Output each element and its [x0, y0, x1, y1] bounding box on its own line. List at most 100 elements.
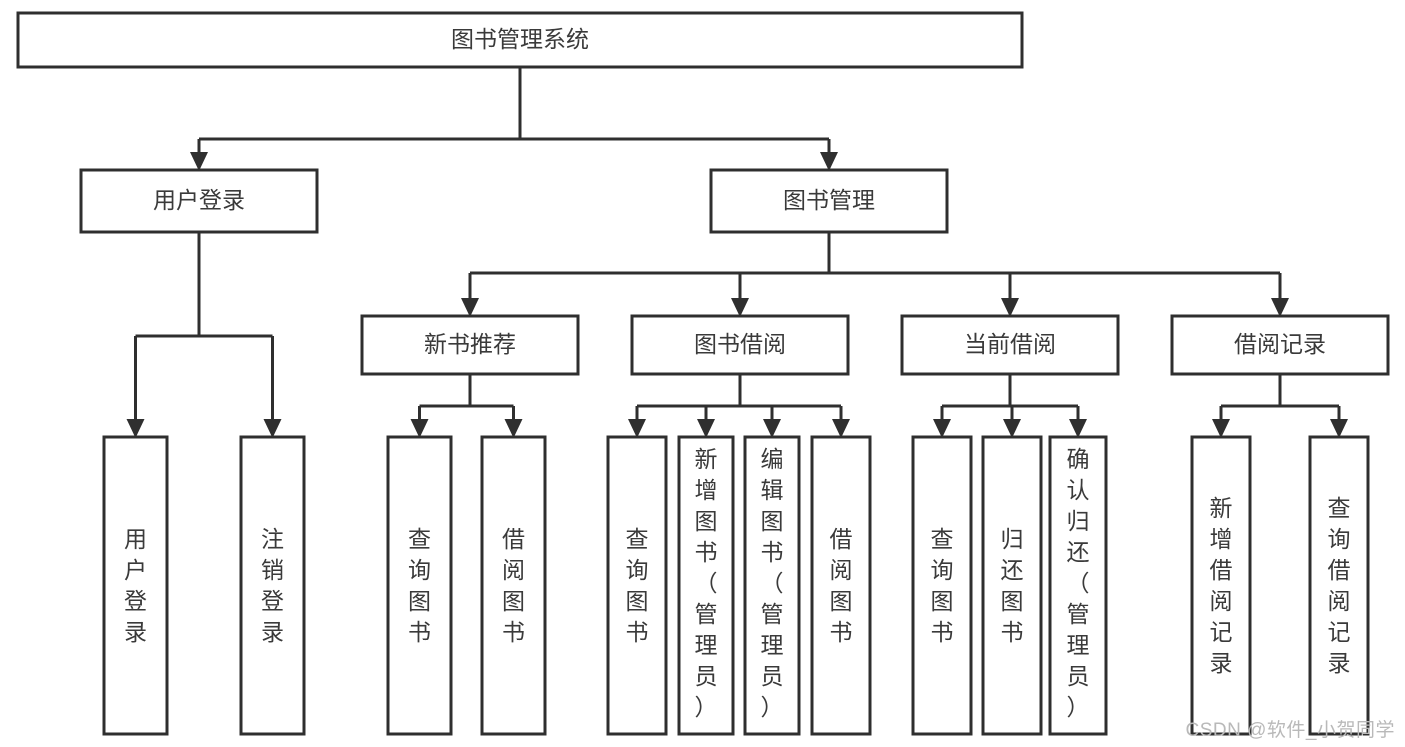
- node-root[interactable]: 图书管理系统: [16, 11, 1024, 69]
- arrow-head-icon: [832, 419, 850, 438]
- node-label-char: 书: [830, 619, 853, 645]
- node-label-char: 还: [1001, 557, 1024, 583]
- node-label-char: 查: [408, 526, 431, 552]
- node-box-leaf11: [1048, 435, 1108, 736]
- node-label-root: 图书管理系统: [451, 26, 589, 52]
- node-label-char: 图: [931, 588, 954, 614]
- arrow-head-icon: [731, 298, 749, 317]
- arrow-head-icon: [1003, 419, 1021, 438]
- arrow-head-icon: [1001, 298, 1019, 317]
- node-label-char: 图: [761, 508, 784, 534]
- node-login[interactable]: 用户登录: [79, 168, 319, 234]
- node-label-char: 户: [124, 557, 147, 583]
- node-label-login: 用户登录: [153, 187, 245, 213]
- node-label-char: 管: [761, 601, 784, 627]
- node-label-char: 图: [626, 588, 649, 614]
- arrow-head-icon: [628, 419, 646, 438]
- arrow-head-icon: [1330, 419, 1348, 438]
- arrow-head-icon: [461, 298, 479, 317]
- node-label-records: 借阅记录: [1234, 331, 1326, 357]
- node-label-char: 借: [830, 526, 853, 552]
- node-label-char: 录: [124, 619, 147, 645]
- node-label-current: 当前借阅: [964, 331, 1056, 357]
- node-box-leaf10: [981, 435, 1043, 736]
- edge-group-current: [933, 374, 1087, 438]
- node-label-char: 图: [408, 588, 431, 614]
- arrow-head-icon: [1069, 419, 1087, 438]
- node-leaf1[interactable]: 用户登录: [102, 435, 169, 736]
- node-label-char: 员: [761, 663, 784, 689]
- node-label-char: 借: [1210, 557, 1233, 583]
- node-label-char: 查: [626, 526, 649, 552]
- node-label-char: （: [761, 570, 784, 596]
- node-label-char: 员: [695, 663, 718, 689]
- edge-group-login: [126, 232, 282, 438]
- node-box-leaf9: [911, 435, 973, 736]
- arrow-head-icon: [126, 419, 145, 438]
- node-bookmgmt[interactable]: 图书管理: [709, 168, 949, 234]
- arrow-head-icon: [1271, 298, 1289, 317]
- arrow-head-icon: [190, 152, 208, 171]
- node-box-borrow: [630, 314, 850, 376]
- node-label-newbook: 新书推荐: [424, 331, 516, 357]
- node-box-records: [1170, 314, 1390, 376]
- node-box-current: [900, 314, 1120, 376]
- node-label-char: 书: [502, 619, 525, 645]
- node-label-char: 询: [1328, 526, 1351, 552]
- node-label-char: 记: [1210, 619, 1233, 645]
- node-label-char: 阅: [1210, 588, 1233, 614]
- node-box-leaf2: [239, 435, 306, 736]
- node-box-leaf12: [1190, 435, 1252, 736]
- node-label-char: 员: [1067, 663, 1090, 689]
- node-label-char: 阅: [502, 557, 525, 583]
- node-current[interactable]: 当前借阅: [900, 314, 1120, 376]
- node-box-leaf1: [102, 435, 169, 736]
- node-box-leaf3: [386, 435, 453, 736]
- node-borrow[interactable]: 图书借阅: [630, 314, 850, 376]
- node-label-char: 图: [695, 508, 718, 534]
- node-box-leaf13: [1308, 435, 1370, 736]
- node-label-char: 理: [695, 632, 718, 658]
- arrow-head-icon: [763, 419, 781, 438]
- arrow-head-icon: [820, 152, 838, 171]
- arrow-head-icon: [933, 419, 951, 438]
- node-label-char: （: [1067, 570, 1090, 596]
- node-label-char: 图: [830, 588, 853, 614]
- node-label-char: 新: [695, 446, 718, 472]
- node-label-char: 书: [408, 619, 431, 645]
- node-records[interactable]: 借阅记录: [1170, 314, 1390, 376]
- arrow-head-icon: [1212, 419, 1230, 438]
- node-label-char: 书: [695, 539, 718, 565]
- node-label-char: 归: [1001, 526, 1024, 552]
- node-label-char: 查: [1328, 495, 1351, 521]
- edge-group-root: [190, 67, 838, 171]
- node-layer: 图书管理系统用户登录图书管理新书推荐图书借阅当前借阅借阅记录用户登录注销登录查询…: [16, 11, 1390, 736]
- arrow-head-icon: [504, 419, 523, 438]
- node-label-char: 阅: [830, 557, 853, 583]
- node-label-char: 询: [931, 557, 954, 583]
- node-newbook[interactable]: 新书推荐: [360, 314, 580, 376]
- node-label-char: 认: [1067, 477, 1090, 503]
- node-label-char: 编: [761, 446, 784, 472]
- node-box-leaf5: [606, 435, 668, 736]
- node-box-root: [16, 11, 1024, 69]
- node-label-char: 录: [261, 619, 284, 645]
- node-label-char: 增: [695, 477, 718, 503]
- node-box-bookmgmt: [709, 168, 949, 234]
- node-label-char: 登: [124, 588, 147, 614]
- edge-group-records: [1212, 374, 1348, 438]
- node-box-leaf6: [677, 435, 735, 736]
